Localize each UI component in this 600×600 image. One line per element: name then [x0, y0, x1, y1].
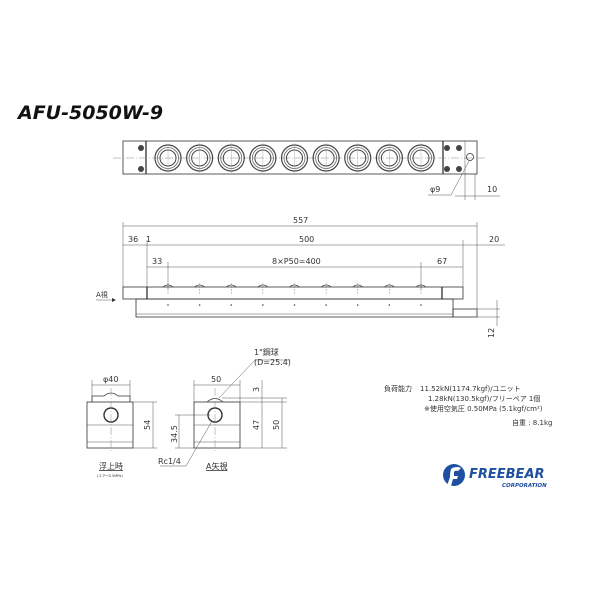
view-label: A矢視	[206, 461, 227, 471]
ball-transfer-unit	[375, 143, 403, 173]
dim-last-pitch: 67	[437, 257, 447, 266]
logo-sub: CORPORATION	[502, 483, 547, 489]
bolt-icon	[456, 145, 462, 151]
ball-side	[289, 283, 300, 306]
logo-brand: FREEBEAR	[469, 467, 545, 482]
dim-first-pitch: 33	[152, 257, 162, 266]
mounting-hole	[466, 153, 474, 161]
end-view-floating: φ40 54 浮上時 (エアー0.5MPa)	[86, 375, 157, 478]
ball-side	[162, 283, 174, 306]
dim-port-height: 34.5	[170, 425, 179, 443]
bolt-icon	[456, 166, 462, 172]
specifications: 負荷能力 11.52kN(1174.7kgf)/ユニット 1.28kN(130.…	[384, 384, 552, 427]
dim-body-length: 500	[299, 235, 314, 244]
edge-dim: 10	[487, 185, 497, 194]
dim-body-height: 47	[252, 420, 261, 430]
dim-right-offset: 20	[489, 235, 499, 244]
ball-diameter: (D=25.4)	[254, 358, 291, 367]
bolt-icon	[444, 145, 450, 151]
end-view-a: 50 3 47 50 34.5 1"鋼球 (D=25.4) Rc1/4 A矢視	[158, 347, 291, 471]
dim-top: 3	[252, 387, 261, 392]
dim-gap: 1	[146, 235, 151, 244]
side-view: 557 36 1 500 20 33 8×P50=400 67 A視 12	[96, 216, 505, 338]
ball-label: 1"鋼球	[254, 347, 279, 357]
dim-foot-height: 12	[487, 328, 496, 338]
ball-transfer-unit	[217, 143, 245, 173]
ball-side	[257, 283, 269, 306]
weight: 自重 : 8.1kg	[512, 418, 552, 427]
dim-height: 54	[143, 420, 152, 430]
hole-dim: φ9	[430, 185, 440, 194]
ball-side	[320, 283, 332, 306]
ball-transfer-unit	[344, 143, 372, 173]
ball-side	[415, 283, 427, 306]
ball-side	[226, 283, 237, 306]
ball-transfer-unit	[154, 143, 182, 173]
ball-transfer-unit	[186, 143, 214, 173]
ball-side	[384, 283, 395, 306]
dim-total-height: 50	[272, 420, 281, 430]
view-label: 浮上時	[99, 461, 123, 471]
top-view: φ9 10	[113, 140, 500, 200]
ball-transfer-unit	[407, 143, 435, 173]
ball-transfer-unit	[312, 143, 340, 173]
model-title: AFU-5050W-9	[16, 102, 163, 124]
ball-transfer-unit	[249, 143, 277, 173]
load-per-ball: 1.28kN(130.5kgf)/フリーベア 1個	[428, 394, 540, 403]
view-sublabel: (エアー0.5MPa)	[97, 473, 123, 478]
dim-width: φ40	[103, 375, 118, 384]
load-per-unit: 11.52kN(1174.7kgf)/ユニット	[420, 385, 521, 393]
bolt-icon	[444, 166, 450, 172]
dim-left-offset: 36	[128, 235, 138, 244]
ball-transfer-unit	[280, 143, 309, 173]
ball-side	[194, 283, 205, 306]
dim-pitch: 8×P50=400	[272, 257, 321, 266]
load-label: 負荷能力	[384, 384, 412, 393]
dim-width: 50	[211, 375, 221, 384]
view-arrow-label: A視	[96, 290, 108, 299]
air-pressure: ※使用空気圧 0.50MPa (5.1kgf/cm²)	[424, 404, 543, 413]
port-label: Rc1/4	[158, 457, 181, 466]
freebear-logo: FREEBEAR CORPORATION	[443, 464, 547, 489]
ball-side	[352, 283, 363, 306]
bolt-icon	[138, 145, 144, 151]
dim-overall: 557	[293, 216, 308, 225]
bolt-icon	[138, 166, 144, 172]
